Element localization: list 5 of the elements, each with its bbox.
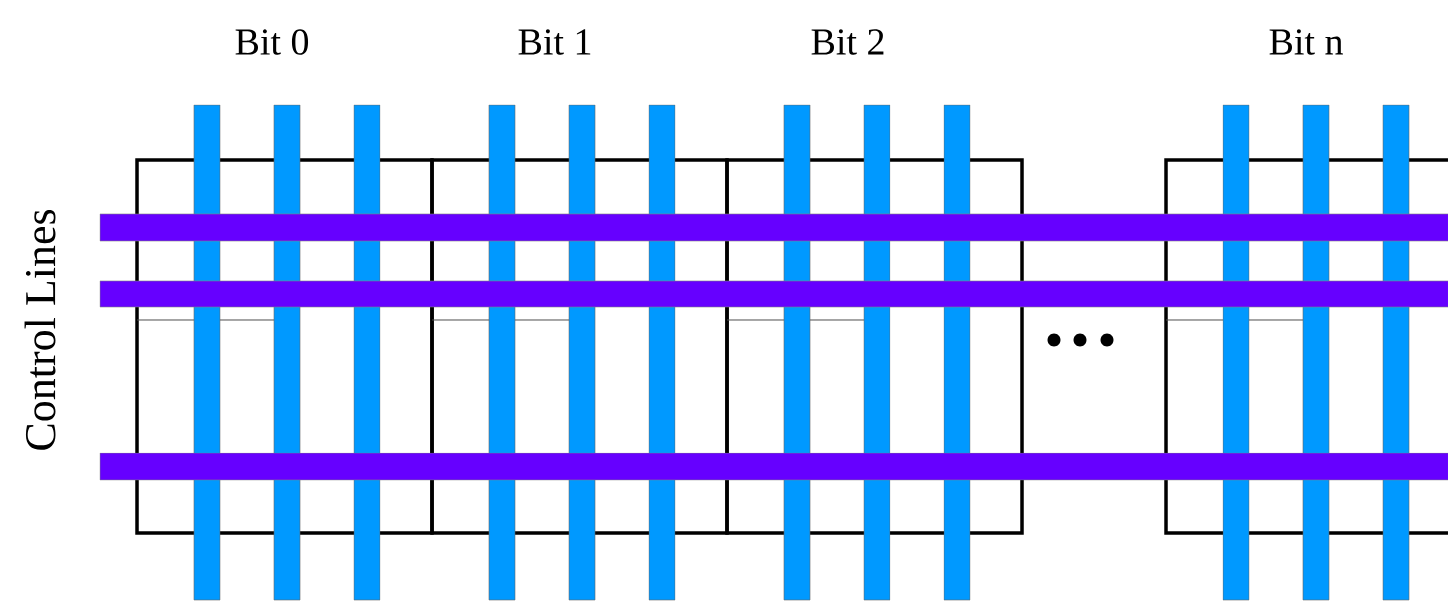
bit-label: Bit n [1269, 29, 1343, 55]
axis-label: Control Lines [24, 209, 56, 450]
bit-label: Bit 1 [518, 29, 591, 55]
bit-label: Bit 2 [811, 29, 884, 55]
bit-label: Bit 0 [235, 29, 309, 55]
